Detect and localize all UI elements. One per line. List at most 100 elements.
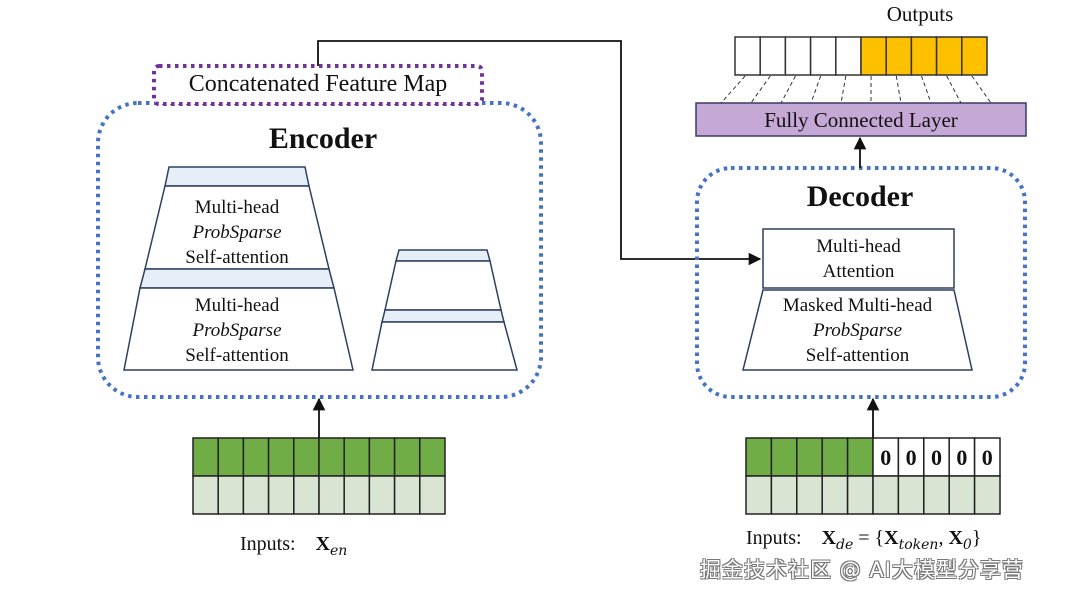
encoder-input-cell-light (192, 475, 219, 515)
outputs-row (734, 36, 988, 76)
decoder-input-cell-light (872, 475, 900, 515)
decoder-input-cell-token (796, 437, 823, 477)
decoder-input-cell-light (897, 475, 925, 515)
output-projection-line (840, 75, 847, 104)
encoder-layer2-line1: Multi-head (194, 295, 280, 316)
decoder-input-zero-symbol: X (948, 527, 963, 549)
decoder-input-cell-light (770, 475, 798, 515)
decoder-input-cell-zero (973, 437, 1001, 477)
decoder-masked-line3: Self-attention (805, 345, 910, 366)
decoder-input-caption: Inputs: Xde = {Xtoken, X0} (746, 527, 1046, 553)
output-cell-empty (784, 36, 812, 76)
encoder-input-cell-light (267, 475, 295, 515)
decoder-title: Decoder (806, 180, 914, 213)
encoder-input-cell-dark (242, 437, 270, 477)
output-projection-line (810, 75, 822, 104)
decoder-input-cell-zero (923, 437, 950, 477)
encoder-input-cell-dark (343, 437, 371, 477)
output-cell-filled (885, 36, 913, 76)
encoder-input-cell-dark (368, 437, 396, 477)
decoder-input-zero-value: 0 (906, 445, 917, 470)
encoder-input-symbol: X (315, 533, 331, 555)
encoder-input-cell-dark (192, 437, 219, 477)
decoder-input-cell-light (745, 475, 773, 515)
decoder-attention-label: Multi-head Attention (763, 234, 954, 284)
output-projection-lines (720, 75, 992, 104)
output-projection-line (895, 75, 902, 104)
encoder-small-stack (371, 249, 518, 371)
decoder-input-token-symbol: X (884, 527, 899, 549)
decoder-input-cell-token (821, 437, 849, 477)
encoder-layer1-line3: Self-attention (185, 247, 289, 268)
encoder-input-cell-light (368, 475, 396, 515)
decoder-input-zero-value: 0 (956, 445, 967, 470)
encoder-input-cell-light (242, 475, 270, 515)
encoder-input-caption: Inputs: Xen (240, 533, 400, 559)
decoder-input-cell-light (796, 475, 823, 515)
encoder-input-cell-light (419, 475, 446, 515)
output-cell-filled (935, 36, 963, 76)
encoder-input-cell-dark (393, 437, 421, 477)
decoder-attention-line2: Attention (822, 261, 895, 282)
encoder-container (96, 101, 543, 399)
output-projection-line (720, 75, 746, 104)
decoder-input-cell-token (745, 437, 773, 477)
decoder-attention-box (762, 228, 955, 289)
decoder-input-zero-value: 0 (880, 445, 891, 470)
encoder-input-cell-dark (217, 437, 245, 477)
output-projection-line (750, 75, 771, 104)
encoder-input-cell-dark (318, 437, 345, 477)
encoder-input-cell-light (293, 475, 320, 515)
watermark: 掘金技术社区 @ AI大模型分享营 (700, 558, 1024, 582)
encoder-input-cell-dark (293, 437, 320, 477)
decoder-container (695, 166, 1027, 399)
decoder-attention-line1: Multi-head (816, 236, 901, 257)
decoder-input-cell-token (770, 437, 798, 477)
output-projection-line (780, 75, 796, 104)
decoder-masked-label: Masked Multi-head ProbSparse Self-attent… (743, 293, 972, 368)
encoder-input-cell-light (393, 475, 421, 515)
output-projection-line (921, 75, 932, 104)
concat-feature-map-box (152, 64, 484, 106)
encoder-input-cell-light (318, 475, 345, 515)
encoder-layer1-line2: ProbSparse (192, 222, 282, 243)
decoder-input-zero-value: 0 (982, 445, 993, 470)
encoder-input-cell-dark (267, 437, 295, 477)
decoder-input-cell-zero (897, 437, 925, 477)
decoder-input-cell-light (846, 475, 874, 515)
concat-to-decoder-connector (317, 40, 762, 266)
fc-layer-box (695, 102, 1027, 137)
encoder-layer2-label: Multi-head ProbSparse Self-attention (165, 293, 309, 368)
output-cell-filled (910, 36, 938, 76)
decoder-input-token-subscript: token (898, 537, 939, 553)
output-cell-empty (835, 36, 862, 76)
decoder-input-comma: , (938, 527, 944, 549)
output-cell-empty (759, 36, 787, 76)
encoder-input-cell-light (217, 475, 245, 515)
concat-feature-map-label: Concatenated Feature Map (188, 71, 448, 97)
output-cell-filled (961, 36, 988, 76)
output-cell-filled (860, 36, 887, 76)
encoder-title: Encoder (268, 122, 378, 155)
decoder-masked-line2: ProbSparse (812, 320, 903, 341)
decoder-masked-line1: Masked Multi-head (782, 295, 933, 316)
fc-layer-label: Fully Connected Layer (764, 108, 958, 132)
decoder-input-label: Inputs: (746, 527, 802, 549)
decoder-input-subscript: de (836, 537, 854, 553)
decoder-input-cell-token (846, 437, 874, 477)
decoder-masked-stack (742, 289, 973, 371)
decoder-input-cell-light (923, 475, 950, 515)
decoder-input-cell-light (821, 475, 849, 515)
encoder-main-stack (123, 166, 354, 371)
encoder-layer1-line1: Multi-head (194, 197, 280, 218)
encoder-layer1-label: Multi-head ProbSparse Self-attention (165, 195, 309, 270)
encoder-input-cell-light (343, 475, 371, 515)
decoder-input-close: } (971, 527, 982, 549)
decoder-input-cell-light (948, 475, 976, 515)
decoder-input-cell-zero (872, 437, 900, 477)
output-projection-line (946, 75, 962, 104)
encoder-input-label: Inputs: (240, 533, 296, 555)
output-cell-empty (809, 36, 837, 76)
encoder-layer2-line3: Self-attention (185, 345, 289, 366)
